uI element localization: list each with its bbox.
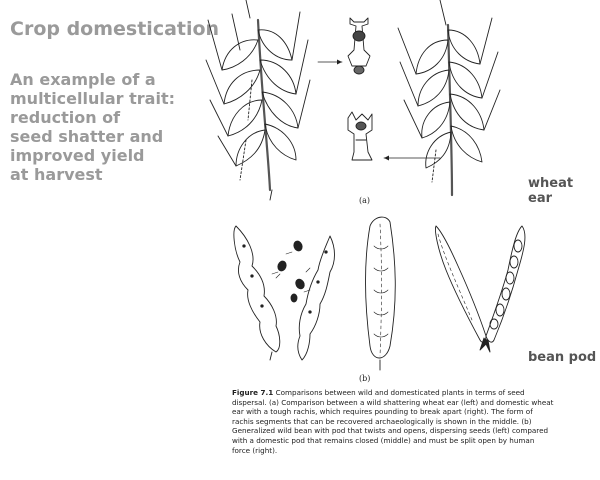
slide-body-text: An example of a multicellular trait: red… [10,70,210,184]
body-line: An example of a [10,70,156,89]
wild-bean-pod [233,225,335,361]
rachis-segment-wild [347,17,371,75]
bean-pod-label: bean pod [528,350,597,365]
split-bean-pod [435,225,526,353]
domestic-bean-pod [365,216,396,371]
figure-caption: Figure 7.1 Comparisons between wild and … [232,388,592,455]
caption-line: force (right). [232,445,278,455]
body-line: reduction of [10,108,121,127]
body-line: improved yield [10,146,145,165]
caption-line: Comparisons between wild and domesticate… [275,388,525,397]
panel-b-letter: (b) [359,374,371,383]
body-line: multicellular trait: [10,89,175,108]
body-line: seed shatter and [10,127,164,146]
panel-a-letter: (a) [359,196,371,205]
figure-number: Figure 7.1 [232,388,274,397]
caption-line: Generalized wild bean with pod that twis… [232,426,549,436]
domestic-wheat-ear [397,0,501,197]
page-title: Crop domestication [10,18,220,40]
rachis-segment-domestic [347,111,373,161]
body-line: at harvest [10,165,103,184]
caption-line: ear with a tough rachis, which requires … [232,407,533,417]
caption-line: rachis segments that can be recovered ar… [232,416,532,426]
wild-wheat-ear [205,0,311,201]
caption-line: dispersal. (a) Comparison between a wild… [232,397,554,407]
wheat-ear-label: wheat ear [528,176,574,206]
caption-line: with a domestic pod that remains closed … [232,435,535,445]
